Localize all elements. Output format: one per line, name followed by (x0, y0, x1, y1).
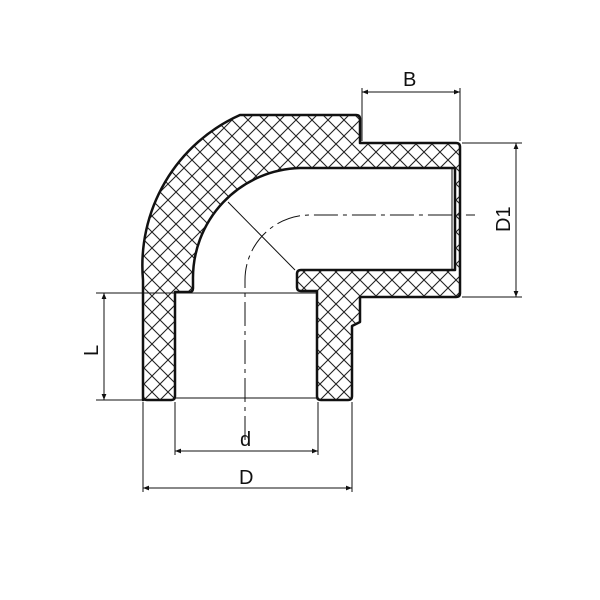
dim-label-L: L (81, 345, 103, 356)
elbow-body-section (141, 113, 462, 402)
dim-label-B: B (403, 69, 416, 91)
dim-label-D: D (239, 467, 253, 489)
dim-label-d: d (240, 429, 251, 451)
bend-diagonal (227, 201, 296, 271)
dim-label-D1: D1 (493, 206, 515, 232)
extension-lines (96, 88, 522, 492)
bore-lines (175, 168, 453, 399)
dimension-lines (101, 89, 519, 491)
centerlines (244, 214, 475, 440)
